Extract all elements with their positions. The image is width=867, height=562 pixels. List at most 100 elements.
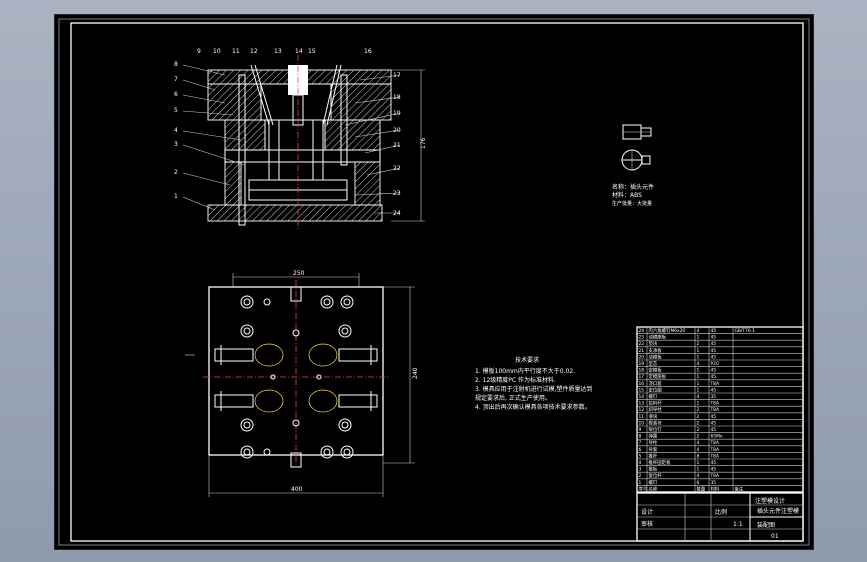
bom-cell: 4: [697, 394, 700, 400]
scale-label: 比例: [715, 508, 727, 516]
tech-line-3: 3. 模具应用于注射机进行试模,塑件质量达到: [475, 385, 593, 393]
callout-8: 8: [174, 61, 178, 68]
bom-cell: 4: [697, 328, 700, 334]
bom-cell: 45: [711, 420, 717, 426]
callout-9: 9: [197, 48, 201, 55]
callout-24: 24: [393, 210, 401, 217]
bom-cell: 20: [639, 354, 645, 360]
part-sketch: [621, 124, 652, 171]
bom-cell: 斜导柱: [649, 406, 663, 413]
bom-cell: 3: [639, 467, 642, 473]
callout-5: 5: [174, 107, 178, 114]
callout-2: 2: [174, 169, 178, 176]
cad-viewport[interactable]: 8 7 6 5 4 3 2 1 9 10 11 12 13 14 15 16 1…: [54, 14, 814, 550]
bom-cell: 19: [639, 361, 645, 367]
bom-header-cell: 序号: [639, 485, 648, 492]
checker-label: 审核: [641, 520, 653, 528]
bom-cell: 导柱: [649, 439, 658, 446]
bom-cell: 35: [711, 394, 717, 400]
bom-cell: 14: [639, 394, 645, 400]
bom-cell: 2: [697, 427, 700, 433]
bom-cell: 1: [697, 348, 700, 354]
bom-cell: 8: [697, 453, 700, 459]
bom-cell: 拉料杆: [649, 400, 663, 407]
bom-cell: T8A: [710, 447, 719, 453]
title-drawing-name: 插头元件注塑模: [757, 507, 799, 515]
bom-header-cell: 材料: [711, 485, 720, 492]
bom-cell: 2: [697, 341, 700, 347]
bom-cell: 2: [697, 414, 700, 420]
bom-cell: 45: [711, 328, 717, 334]
bom-cell: 45: [711, 335, 717, 341]
part-batch: 生产批量：大批量: [612, 200, 652, 207]
sheet-inner-border: [70, 22, 804, 542]
dim-plan-bottom: 400: [291, 486, 303, 493]
plan-view: [185, 273, 415, 497]
bom-cell: 4: [697, 447, 700, 453]
scale-value: 1:1: [733, 521, 743, 528]
bom-cell: T8A: [710, 473, 719, 479]
bom-cell: 定模座板: [649, 373, 667, 380]
callout-21: 21: [393, 142, 401, 149]
bom-cell: 13: [639, 401, 645, 407]
callout-11: 11: [232, 48, 240, 55]
bom-frame: [636, 326, 804, 493]
bom-cell: 2: [697, 407, 700, 413]
bom-cell: 1: [697, 354, 700, 360]
title-block: [636, 492, 804, 542]
tech-line-1: 1. 模板100mm内平行度不大于0.02.: [475, 367, 575, 375]
bom-cell: 1: [697, 381, 700, 387]
bom-cell: 1: [697, 401, 700, 407]
tech-line-5: 4. 顶出后再次确认模具各项技术要求参数。: [475, 403, 591, 411]
bom-cell: 45: [711, 348, 717, 354]
bom-cell: 35: [711, 480, 717, 486]
tech-line-4: 规定要求后, 正式生产使用。: [475, 394, 551, 402]
bom-cell: T8A: [710, 401, 719, 407]
bom-cell: 23: [639, 335, 645, 341]
callout-16: 16: [364, 48, 372, 55]
callout-22: 22: [393, 165, 401, 172]
bom-cell: 11: [639, 414, 645, 420]
bom-cell: 45: [711, 467, 717, 473]
bom-cell: 浇口套: [649, 380, 663, 387]
bom-cell: 滑块: [649, 413, 658, 420]
callout-3: 3: [174, 141, 178, 148]
bom-cell: 2: [697, 434, 700, 440]
callout-6: 6: [174, 91, 178, 98]
sheet-outer-border: [58, 18, 810, 546]
bom-cell: 17: [639, 374, 645, 380]
bom-cell: 复位杆: [649, 472, 663, 479]
bom-cell: 型芯: [649, 360, 658, 367]
bom-cell: GB/T70.1: [735, 328, 756, 334]
bom-cell: 2: [639, 473, 642, 479]
bom-cell: T8A: [710, 453, 719, 459]
bom-cell: 15: [639, 387, 645, 393]
bom-cell: 推杆固定板: [649, 459, 672, 466]
cad-drawing[interactable]: 8 7 6 5 4 3 2 1 9 10 11 12 13 14 15 16 1…: [55, 15, 813, 549]
bom-cell: 22: [639, 341, 645, 347]
bom-cell: 定位圈: [649, 386, 663, 393]
bom-cell: 1: [697, 374, 700, 380]
tech-title: 技术要求: [515, 356, 539, 364]
bom-cell: 45: [711, 460, 717, 466]
bom-cell: 24: [639, 328, 645, 334]
dim-plan-top: 250: [293, 270, 305, 277]
bom-cell: T8A: [710, 407, 719, 413]
bom-cell: 内六角螺钉M6x20: [649, 327, 686, 334]
bom-cell: 2: [697, 420, 700, 426]
bom-cell: 45: [711, 341, 717, 347]
bom-cell: 45: [711, 354, 717, 360]
bom-cell: 动模板: [649, 353, 663, 360]
bom-cell: T8A: [710, 381, 719, 387]
bom-cell: P20: [711, 361, 719, 367]
callout-10: 10: [213, 48, 221, 55]
callout-19: 19: [393, 110, 401, 117]
title-sheet: 01: [771, 533, 779, 540]
callout-12: 12: [250, 48, 258, 55]
part-material: 材料：ABS: [612, 191, 642, 199]
bom-cell: 楔紧块: [649, 419, 663, 426]
bom-cell: 4: [697, 440, 700, 446]
bom-cell: 螺钉: [649, 393, 658, 400]
bom-cell: 21: [639, 348, 645, 354]
